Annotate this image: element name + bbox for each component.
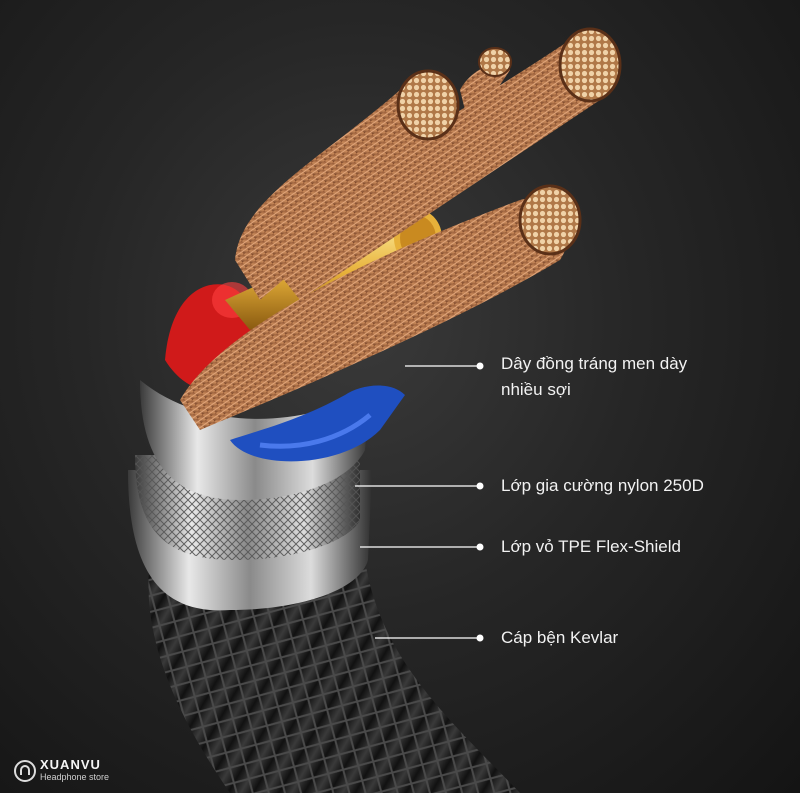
brand-logo: XUANVU Headphone store (14, 758, 109, 783)
callout-text: Cáp bện Kevlar (501, 628, 619, 647)
kevlar-braid (148, 560, 520, 793)
leader-lines (355, 365, 480, 639)
callout-nylon-layer: Lớp gia cường nylon 250D (501, 473, 704, 499)
callout-text: Lớp gia cường nylon 250D (501, 476, 704, 495)
callout-dot (476, 362, 484, 370)
callout-dot (476, 543, 484, 551)
callout-copper-wire: Dây đồng tráng men dày nhiều sợi (501, 351, 687, 403)
copper-bundle-middle (460, 63, 510, 130)
logo-brand: XUANVU (40, 757, 101, 772)
logo-tagline: Headphone store (40, 772, 110, 782)
blue-sheath (230, 385, 405, 462)
callout-kevlar-braid: Cáp bện Kevlar (501, 625, 618, 651)
headphone-logo-icon (14, 759, 36, 782)
callout-dot (476, 482, 484, 490)
callout-dot (476, 634, 484, 642)
copper-bundle-lower (180, 198, 568, 430)
callout-text: Dây đồng tráng men dày (501, 354, 688, 373)
callout-text: nhiều sợi (501, 380, 571, 399)
callout-tpe-sleeve: Lớp vỏ TPE Flex-Shield (501, 534, 681, 560)
copper-bundle-right (260, 39, 609, 300)
callout-text: Lớp vỏ TPE Flex-Shield (501, 537, 681, 556)
